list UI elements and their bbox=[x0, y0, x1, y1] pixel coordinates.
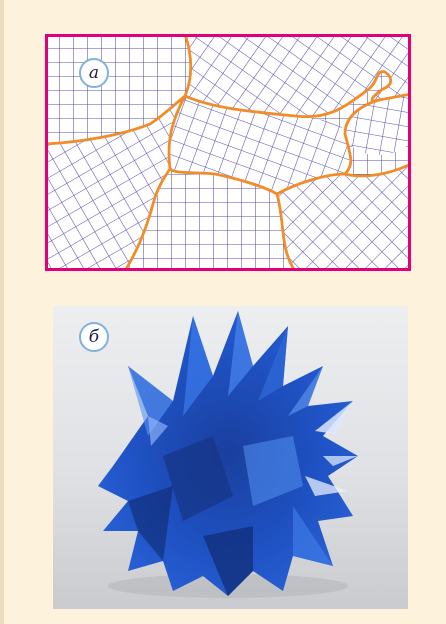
panel-a-label: а bbox=[79, 58, 109, 88]
crystal-photo bbox=[53, 306, 408, 609]
crystal-illustration bbox=[53, 306, 408, 609]
panel-b-label: б bbox=[79, 322, 109, 352]
page-edge bbox=[0, 0, 4, 624]
